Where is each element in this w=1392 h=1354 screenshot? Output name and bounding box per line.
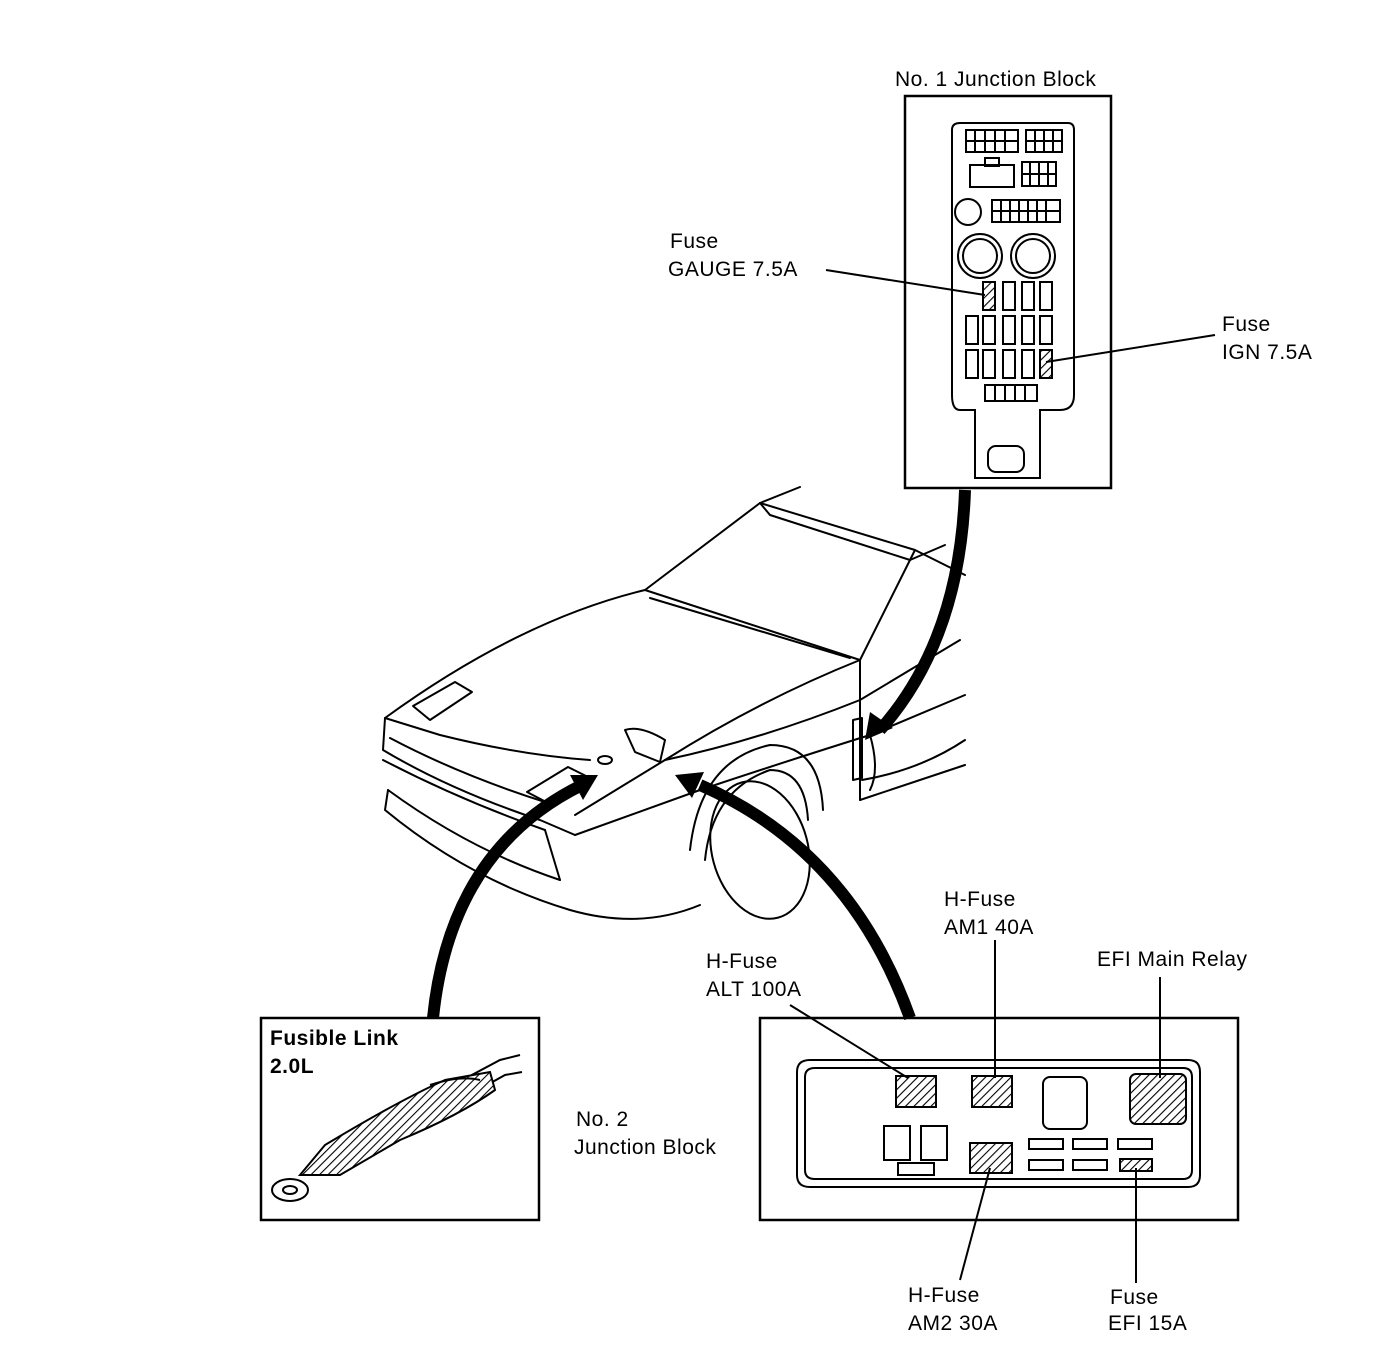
alt-fuse-label-line2: ALT 100A (706, 978, 802, 1001)
arrowhead-junction-block-2 (675, 772, 704, 798)
am2-fuse-label-line2: AM2 30A (908, 1312, 998, 1335)
alt-fuse-label-line1: H-Fuse (706, 950, 778, 973)
am1-fuse-label-line1: H-Fuse (944, 888, 1016, 911)
ign-fuse-marker (1039, 349, 1053, 379)
arrowhead-fusible-link (570, 775, 598, 800)
am2-fuse-marker (969, 1142, 1013, 1174)
ign-fuse-label-line1: Fuse (1222, 313, 1271, 336)
gauge-fuse-marker (982, 281, 996, 311)
am2-leader-line (959, 1167, 991, 1281)
alt-fuse-marker (895, 1075, 937, 1108)
arrow-from-junction-block-2 (697, 779, 916, 1021)
ign-fuse-label-line2: IGN 7.5A (1222, 341, 1313, 364)
alt-leader-line (789, 1004, 909, 1079)
gauge-fuse-label-line1: Fuse (670, 230, 719, 253)
junction-block-2-title-line1: No. 2 (576, 1108, 629, 1131)
efi-fuse-label-line1: Fuse (1110, 1286, 1159, 1309)
arrow-from-fusible-link (427, 779, 585, 1019)
fusible-link-label-line2: 2.0L (270, 1055, 315, 1078)
ign-leader-line (1045, 334, 1216, 363)
gauge-leader-line (825, 269, 986, 296)
fusible-link-panel (259, 1016, 541, 1222)
am2-fuse-label-line1: H-Fuse (908, 1284, 980, 1307)
car-illustration (382, 486, 966, 920)
junction-block-2-title-line2: Junction Block (574, 1136, 717, 1159)
efi-fuse-label-line2: EFI 15A (1108, 1312, 1188, 1335)
am1-fuse-marker (971, 1075, 1013, 1108)
gauge-fuse-label-line2: GAUGE 7.5A (668, 258, 798, 281)
efi-main-relay-marker (1129, 1073, 1187, 1125)
junction-block-2-panel (758, 1016, 1240, 1222)
am1-fuse-label-line2: AM1 40A (944, 916, 1034, 939)
fusible-link-label-line1: Fusible Link (270, 1027, 399, 1050)
efi-main-relay-label: EFI Main Relay (1097, 948, 1248, 971)
junction-block-1-title: No. 1 Junction Block (895, 68, 1097, 91)
arrow-to-junction-block-1 (875, 489, 971, 734)
junction-block-1-panel (903, 94, 1113, 490)
arrowhead-junction-block-1 (865, 712, 893, 740)
location-arrows (427, 489, 971, 1021)
